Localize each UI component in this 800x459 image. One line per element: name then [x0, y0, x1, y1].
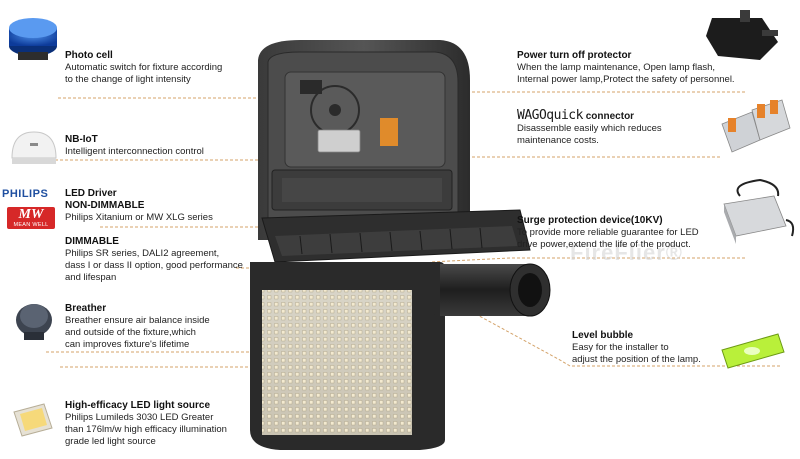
callout-desc-line: Breather ensure air balance inside	[65, 315, 210, 326]
level-bubble-thumbnail	[721, 333, 785, 369]
callout-title: Breather	[65, 303, 107, 314]
callout-desc-line: Intelligent interconnection control	[65, 146, 204, 157]
callout-led-light-source: High-efficacy LED light source Philips L…	[65, 400, 227, 448]
lamp-housing	[250, 40, 551, 450]
meanwell-logo: MW MEAN WELL	[7, 207, 55, 229]
callout-surge-protection: Surge protection device(10KV) To provide…	[517, 215, 699, 251]
callout-breather: Breather Breather ensure air balance ins…	[65, 303, 210, 351]
callout-power-protector: Power turn off protector When the lamp m…	[517, 50, 735, 86]
callout-photo-cell: Photo cell Automatic switch for fixture …	[65, 50, 222, 86]
callout-title: Power turn off protector	[517, 50, 632, 61]
callout-desc-line: When the lamp maintenance, Open lamp fla…	[517, 62, 716, 73]
photocell-thumbnail	[9, 18, 57, 60]
wago-title-text: connector	[582, 111, 635, 122]
callout-desc-line: Automatic switch for fixture according	[65, 62, 223, 73]
callout-desc-line: Internal power lamp,Protect the safety o…	[517, 74, 735, 85]
breather-thumbnail	[16, 304, 52, 340]
callout-desc-line: Philips Xitanium or MW XLG series	[65, 212, 213, 223]
callout-dimmable: DIMMABLE Philips SR series, DALI2 agreem…	[65, 236, 243, 284]
brand-watermark: FireFlier®	[570, 240, 684, 265]
callout-desc-line: and lifespan	[65, 272, 117, 283]
callout-led-driver: LED Driver NON-DIMMABLE Philips Xitanium…	[65, 188, 213, 224]
callout-nb-iot: NB-IoT Intelligent interconnection contr…	[65, 134, 204, 158]
wago-brand-text: WAGOquick	[517, 108, 583, 123]
callout-title: LED Driver	[65, 188, 117, 199]
callout-desc-line: Philips SR series, DALI2 agreement,	[65, 248, 220, 259]
callout-title: WAGOquick connector	[517, 108, 662, 123]
callout-title: Level bubble	[572, 330, 634, 341]
callout-desc-line: drive power,extend the life of the produ…	[517, 239, 691, 250]
callout-desc-line: To provide more reliable guarantee for L…	[517, 227, 699, 238]
callout-wago-connector: WAGOquick connector Disassemble easily w…	[517, 108, 662, 147]
callout-title: DIMMABLE	[65, 236, 119, 247]
callout-desc-line: to the change of light intensity	[65, 74, 191, 85]
philips-logo: PHILIPS	[2, 188, 49, 200]
callout-desc-line: grade led light source	[65, 436, 156, 447]
meanwell-logo-name: MEAN WELL	[13, 222, 49, 228]
callout-title: Photo cell	[65, 50, 113, 61]
callout-desc-line: Philips Lumileds 3030 LED Greater	[65, 412, 214, 423]
callout-subtitle: NON-DIMMABLE	[65, 200, 145, 211]
callout-desc-line: can improves fixture's lifetime	[65, 339, 190, 350]
callout-desc-line: dass I or dass II option, good performan…	[65, 260, 243, 271]
callout-desc-line: Disassemble easily which reduces	[517, 123, 662, 134]
meanwell-logo-mark: MW	[18, 207, 44, 222]
callout-desc-line: adjust the position of the lamp.	[572, 354, 701, 365]
callout-desc-line: maintenance costs.	[517, 135, 599, 146]
callout-desc-line: and outside of the fixture,which	[65, 327, 196, 338]
surge-device-thumbnail	[723, 178, 795, 244]
led-chip-thumbnail	[13, 403, 53, 437]
callout-title: Surge protection device(10KV)	[517, 215, 663, 226]
callout-level-bubble: Level bubble Easy for the installer to a…	[572, 330, 701, 366]
callout-title: NB-IoT	[65, 134, 98, 145]
callout-desc-line: Easy for the installer to	[572, 342, 669, 353]
wago-connector-thumbnail	[721, 99, 791, 153]
callout-desc-line: than 176lm/w high efficacy illumination	[65, 424, 227, 435]
nbiot-thumbnail	[11, 131, 57, 164]
callout-title: High-efficacy LED light source	[65, 400, 211, 411]
